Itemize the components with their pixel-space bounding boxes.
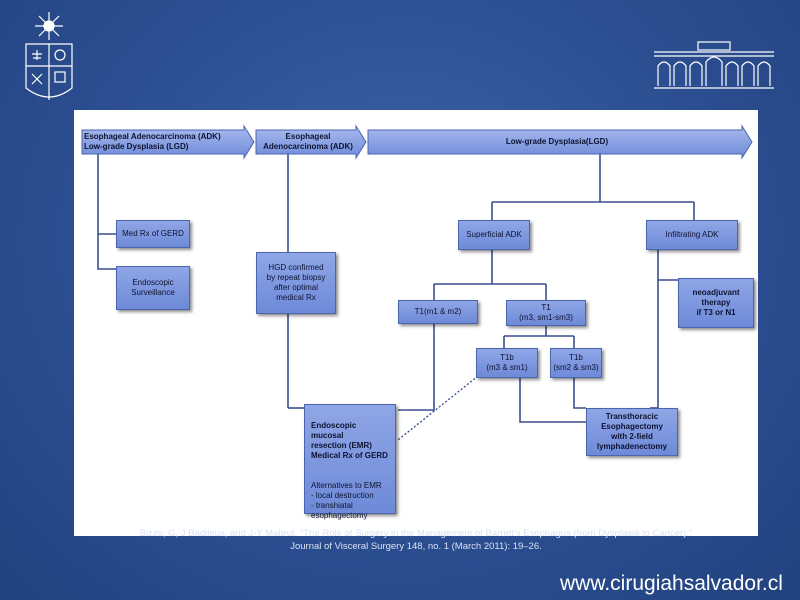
box-endoscopic-surveillance: Endoscopic Surveillance xyxy=(116,266,190,310)
university-crest-logo xyxy=(25,12,73,100)
emr-alternatives: Alternatives to EMR - local destruction … xyxy=(311,481,382,520)
flowchart-connectors xyxy=(81,124,753,441)
box-t1-m1-m2: T1(m1 & m2) xyxy=(398,300,478,324)
box-transthoracic-esophagectomy: Transthoracic Esophagectomy with 2-field… xyxy=(586,408,678,456)
header-arrow-adk-lgd xyxy=(81,124,255,160)
box-t1b-sm2-sm3: T1b (sm2 & sm3) xyxy=(550,348,602,378)
box-neoadjuvant-therapy: neoadjuvant therapy if T3 or N1 xyxy=(678,278,754,328)
citation-line-2: Journal of Visceral Surgery 148, no. 1 (… xyxy=(290,541,542,552)
citation-line-1: Bizzo, G, J Badileux, and J-Y Mabrut. "T… xyxy=(139,528,693,539)
box-t1-m3-sm: T1 (m3, sm1-sm3) xyxy=(506,300,586,326)
header-label-adk: Esophageal Adenocarcinoma (ADK) xyxy=(263,132,353,151)
box-t1b-m3-sm1: T1b (m3 & sm1) xyxy=(476,348,538,378)
hospital-building-logo xyxy=(654,41,774,89)
header-label-adk-lgd: Esophageal Adenocarcinoma (ADK) Low-grad… xyxy=(84,132,221,151)
diagram-panel: Esophageal Adenocarcinoma (ADK) Low-grad… xyxy=(74,110,758,536)
box-emr: Endoscopic mucosal resection (EMR) Medic… xyxy=(304,404,396,520)
emr-title: Endoscopic mucosal resection (EMR) Medic… xyxy=(311,421,388,460)
box-infiltrating-adk: Infiltrating ADK xyxy=(646,220,738,250)
website-url: www.cirugiahsalvador.cl xyxy=(560,572,783,595)
citation: Bizzo, G, J Badileux, and J-Y Mabrut. "T… xyxy=(74,527,758,553)
header-arrow-adk xyxy=(255,124,367,160)
box-superficial-adk: Superficial ADK xyxy=(458,220,530,250)
box-hgd-confirmed: HGD confirmed by repeat biopsy after opt… xyxy=(256,252,336,314)
box-med-rx-gerd: Med Rx of GERD xyxy=(116,220,190,248)
header-label-lgd: Low-grade Dysplasia(LGD) xyxy=(505,137,609,146)
header-arrow-lgd xyxy=(367,124,753,160)
